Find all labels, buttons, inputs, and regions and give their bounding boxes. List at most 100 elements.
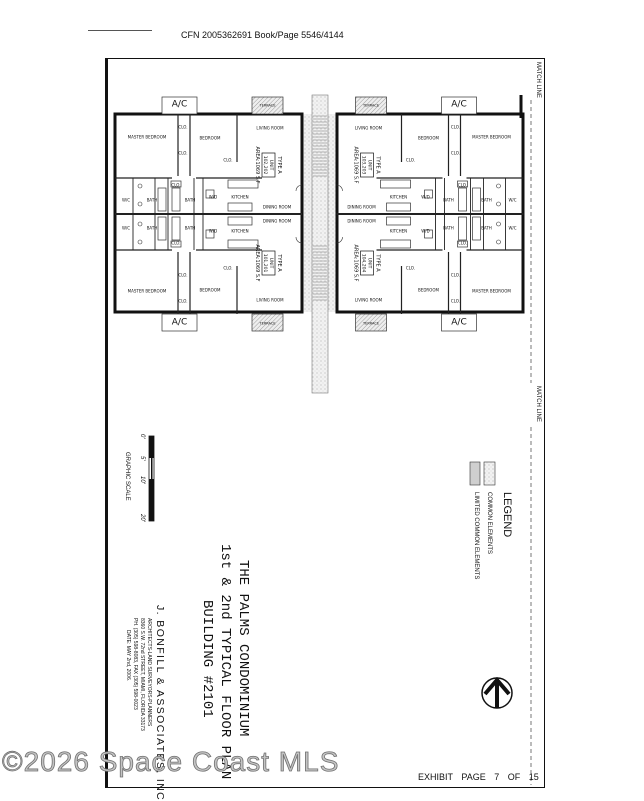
washer-dryer [205,229,215,239]
project-title: THE PALMS CONDOMINIUM [235,560,251,737]
unit-number: 102,202 [262,156,268,175]
washer-dryer [424,229,433,239]
room-master-bedroom: MASTER BEDROOM [472,135,511,140]
unit-number: 101,201 [262,254,268,273]
unit-number-box [360,152,374,178]
scale-tick-20: 20' [139,514,145,522]
room-master-bedroom: MASTER BEDROOM [472,289,511,294]
kitchen-counter [386,216,411,226]
building-number: BUILDING #2101 [199,600,215,718]
exhibit-label: EXHIBIT [418,772,453,782]
unit-label: UNIT [367,160,373,171]
room-closet: CLO. [171,183,180,188]
firm-line: ARCHITECTS-LAND SURVEYORS-PLANNERS [146,618,152,727]
room-closet: CLO. [451,125,460,130]
room-bath: BATH [185,226,196,231]
unit-number: 104,204 [361,254,367,273]
ac-label: A/C [172,318,187,328]
closet [170,240,182,248]
bathtub [171,216,181,241]
unit-label: UNIT [268,258,274,269]
entry-door [336,184,343,192]
ac-label: A/C [451,318,466,328]
ac-pad [441,96,477,115]
ac-pad [161,313,198,332]
room-wd: W/D [209,195,217,200]
unit-type: TYPE A [276,253,282,272]
room-master-bedroom: MASTER BEDROOM [128,289,167,294]
match-line-label-middle: MATCH LINE [535,386,541,422]
ac-pad [161,96,198,115]
terrace-label: TERRACE [362,322,379,326]
room-bedroom: BEDROOM [200,136,221,141]
room-wd: W/D [209,229,217,234]
scale-tick-5: 5' [139,456,145,461]
entry-door [336,236,343,244]
room-living-room: LIVING ROOM [256,126,284,131]
room-bedroom: BEDROOM [418,288,439,293]
room-kitchen: KITCHEN [231,195,248,200]
terrace [355,96,387,115]
room-bath: BATH [147,226,158,231]
washer-dryer [424,189,433,199]
room-dining-room: DINING ROOM [263,219,292,224]
terrace-label: TERRACE [362,104,379,108]
unit-area: AREA:1069 S.F [353,244,359,281]
room-closet: CLO. [406,158,415,163]
closet [457,180,468,188]
terrace [251,96,284,115]
room-closet: CLO. [178,151,187,156]
unit-area: AREA:1069 S.F [254,244,260,281]
ac-pad [441,313,477,332]
recording-reference: CFN 2005362691 Book/Page 5546/4144 [181,30,344,40]
room-bath: BATH [185,198,196,203]
room-bedroom: BEDROOM [418,136,439,141]
closet [457,240,468,248]
room-dining-room: DINING ROOM [347,219,376,224]
legend-title: LEGEND [501,492,513,538]
unit-number-box [261,250,276,276]
room-closet: CLO. [458,183,467,188]
room-living-room: LIVING ROOM [355,298,383,303]
room-closet: CLO. [406,266,415,271]
limited-common-elements-swatch [469,461,481,486]
north-arrow-icon [481,676,513,709]
watermark: ©2026 Space Coast MLS [2,746,340,778]
room-kitchen: KITCHEN [390,195,407,200]
unit-area: AREA:1069 S.F [254,146,260,183]
room-closet: CLO. [223,158,232,163]
room-bath: BATH [443,198,454,203]
terrace-label: TERRACE [258,104,275,108]
room-closet: CLO. [451,273,460,278]
match-line-label-top: MATCH LINE [535,62,541,98]
kitchen-counter [227,216,253,226]
unit-number-box [360,250,374,276]
room-closet: CLO. [458,241,467,246]
ac-label: A/C [172,100,187,110]
room-wc: W/C [122,226,130,231]
walkway [311,94,329,394]
unit-number: 103,203 [361,156,367,175]
unit-104-204: A/C TERRACE MASTER BEDROOM BEDROOM LIVING RO… [336,213,524,332]
room-kitchen: KITCHEN [390,229,407,234]
room-wc: W/C [508,226,516,231]
room-living-room: LIVING ROOM [355,126,383,131]
bathtub [458,216,467,241]
drawing-date: DATE: MAY 2nd, 2006. [125,630,131,682]
entry-door [295,236,303,244]
unit-number-box [261,152,276,178]
room-bath: BATH [481,198,492,203]
bathtub [157,187,167,212]
kitchen-counter [386,202,411,212]
scale-tick-10: 10' [139,476,145,484]
room-closet: CLO. [223,266,232,271]
room-wc: W/C [122,198,130,203]
unit-area: AREA:1069 S.F [353,146,359,183]
bathtub [472,216,481,241]
unit-type: TYPE A [375,155,381,174]
